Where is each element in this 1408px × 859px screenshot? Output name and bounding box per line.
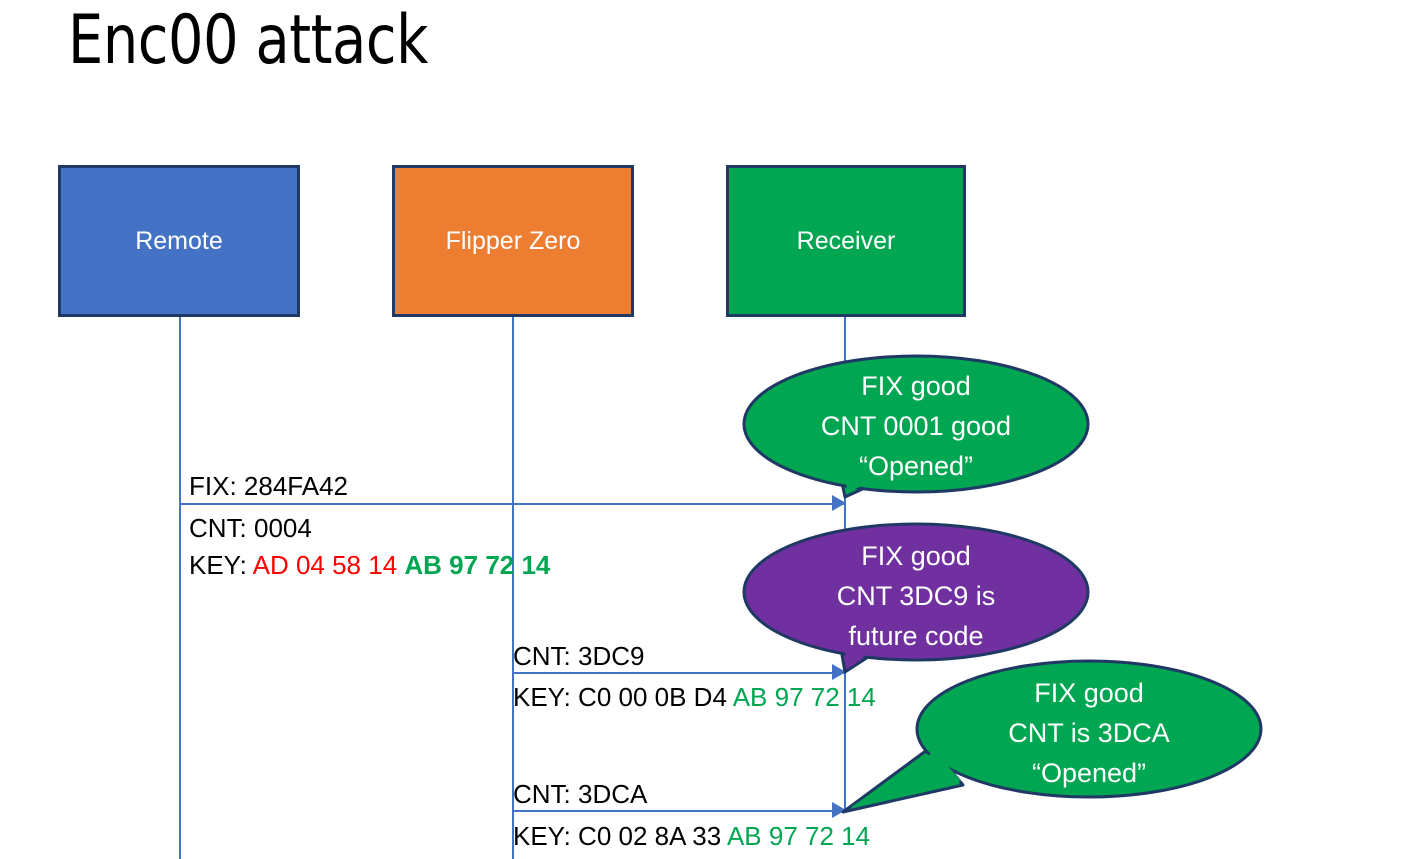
message-label-3: CNT: 3DCA: [513, 779, 648, 809]
key-prefix-1: KEY:: [189, 550, 253, 580]
cnt-value-1: 0004: [254, 513, 312, 543]
message-arrow-line-2: [513, 672, 846, 674]
message-arrow-head-1: [832, 495, 846, 511]
message-arrow-head-3: [832, 802, 846, 818]
callout-bubble-3[interactable]: FIX good CNT is 3DCA “Opened”: [841, 657, 1263, 814]
lifeline-flipper: [512, 317, 514, 859]
key-red-bytes-1: AD 04 58 14: [252, 550, 398, 580]
message-detail-1-key: KEY: AD 04 58 14 AB 97 72 14: [189, 547, 550, 584]
actor-label-receiver: Receiver: [796, 226, 896, 255]
lifeline-remote: [179, 317, 181, 859]
key-prefix-3: KEY: C0 02 8A 33: [513, 821, 727, 851]
message-detail-1: CNT: 0004 KEY: AD 04 58 14 AB 97 72 14: [189, 510, 550, 584]
message-detail-2: KEY: C0 00 0B D4 AB 97 72 14: [513, 679, 876, 716]
actor-label-flipper: Flipper Zero: [445, 226, 581, 255]
cnt-prefix-1: CNT:: [189, 513, 254, 543]
key-green-bytes-3: AB 97 72 14: [726, 821, 871, 851]
callout-bubble-1[interactable]: FIX good CNT 0001 good “Opened”: [742, 352, 1090, 502]
actor-box-remote[interactable]: Remote: [58, 165, 300, 317]
message-detail-1-cnt: CNT: 0004: [189, 510, 550, 547]
actor-box-flipper[interactable]: Flipper Zero: [392, 165, 634, 317]
message-arrow-line-1: [180, 503, 846, 505]
page-title: Enc00 attack: [68, 1, 429, 80]
message-arrow-line-3: [513, 810, 846, 812]
message-arrow-head-2: [832, 664, 846, 680]
key-green-bytes-2: AB 97 72 14: [732, 682, 876, 712]
key-green-bytes-1: AB 97 72 14: [404, 550, 551, 580]
actor-box-receiver[interactable]: Receiver: [726, 165, 966, 317]
key-prefix-2: KEY: C0 00 0B D4: [513, 682, 733, 712]
message-label-2: CNT: 3DC9: [513, 641, 645, 671]
message-detail-3: KEY: C0 02 8A 33 AB 97 72 14: [513, 818, 870, 855]
message-label-1: FIX: 284FA42: [189, 471, 348, 501]
callout-bubble-2[interactable]: FIX good CNT 3DC9 is future code: [742, 520, 1090, 674]
actor-label-remote: Remote: [135, 226, 223, 255]
